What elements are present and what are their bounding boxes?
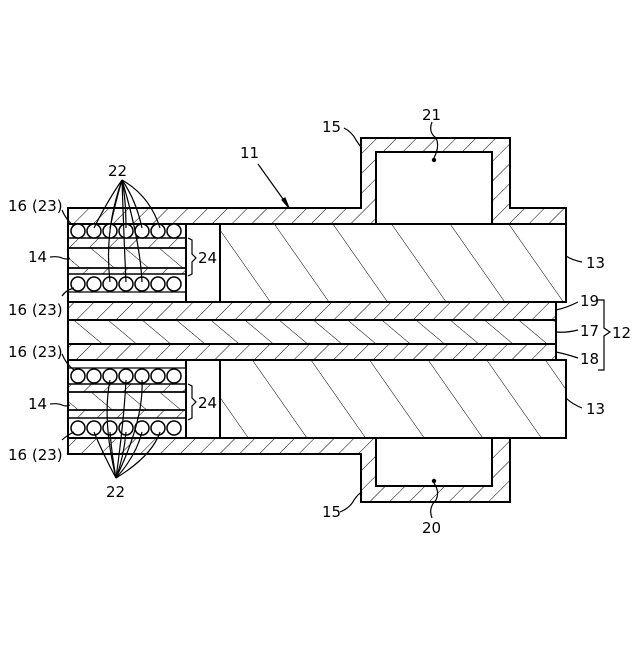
layer-18 bbox=[68, 344, 556, 360]
label-12: 12 bbox=[612, 324, 631, 342]
plate-14-lower bbox=[68, 392, 186, 410]
label-14-top: 14 bbox=[28, 248, 47, 266]
plate-14-upper bbox=[68, 248, 186, 268]
label-16-3: 16 (23) bbox=[8, 343, 63, 361]
label-20: 20 bbox=[422, 519, 441, 537]
label-16-2: 16 (23) bbox=[8, 301, 63, 319]
plate-upper-1 bbox=[68, 238, 186, 248]
label-14-bottom: 14 bbox=[28, 395, 47, 413]
label-13-bottom: 13 bbox=[586, 400, 605, 418]
plate-lower-1 bbox=[68, 384, 186, 392]
label-16-4: 16 (23) bbox=[8, 446, 63, 464]
label-16-1: 16 (23) bbox=[8, 197, 63, 215]
block-13-upper bbox=[220, 224, 566, 302]
electrode-21 bbox=[376, 152, 492, 224]
label-21: 21 bbox=[422, 106, 441, 124]
label-19: 19 bbox=[580, 292, 599, 310]
label-18: 18 bbox=[580, 350, 599, 368]
layer-19 bbox=[68, 302, 556, 320]
block-13-lower bbox=[220, 360, 566, 438]
electrode-20 bbox=[376, 438, 492, 486]
plate-lower-2 bbox=[68, 410, 186, 418]
label-13-top: 13 bbox=[586, 254, 605, 272]
label-15-bottom: 15 bbox=[322, 503, 341, 521]
layer-17 bbox=[68, 320, 556, 344]
label-15-top: 15 bbox=[322, 118, 341, 136]
label-24-top: 24 bbox=[198, 249, 217, 267]
plate-upper-2 bbox=[68, 268, 186, 274]
label-11: 11 bbox=[240, 144, 259, 162]
label-17: 17 bbox=[580, 322, 599, 340]
label-24-bottom: 24 bbox=[198, 394, 217, 412]
label-22-top: 22 bbox=[108, 162, 127, 180]
label-22-bottom: 22 bbox=[106, 483, 125, 501]
